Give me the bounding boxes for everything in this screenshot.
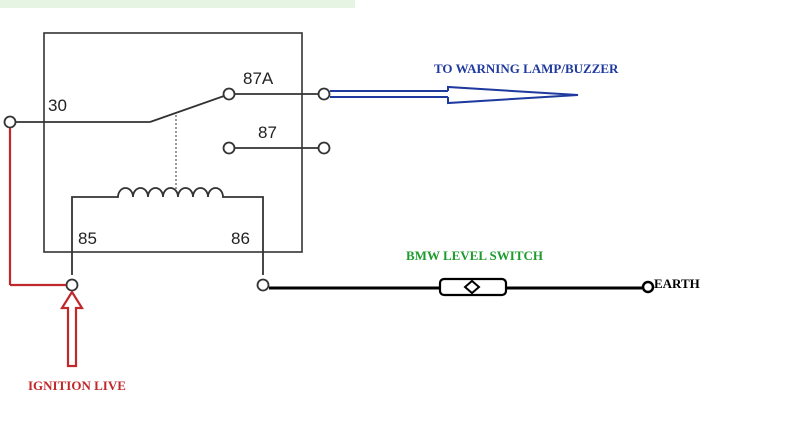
earth-terminal [641, 280, 655, 294]
level-switch-label: BMW LEVEL SWITCH [406, 248, 543, 263]
terminal-87a [317, 87, 331, 101]
terminal-87a-contact [222, 87, 236, 101]
ignition-live-label: IGNITION LIVE [28, 378, 126, 393]
terminal-87 [317, 141, 331, 155]
switch-common-30 [16, 95, 225, 123]
level-switch-float [463, 279, 481, 295]
warning-lamp-label: TO WARNING LAMP/BUZZER [434, 61, 619, 76]
earth-label: EARTH [654, 276, 700, 291]
relay-coil [71, 187, 264, 275]
ignition-feed-wire [8, 128, 66, 287]
pin-label-87: 87 [258, 123, 277, 142]
pin-label-86: 86 [231, 229, 250, 248]
pin-label-85: 85 [78, 229, 97, 248]
terminal-85 [65, 278, 79, 292]
warning-arrow [330, 85, 579, 105]
pin-label-87a: 87A [243, 69, 274, 88]
top-strip [0, 0, 355, 8]
terminal-87-contact [222, 141, 236, 155]
terminal-30 [3, 115, 17, 129]
terminal-86 [256, 278, 270, 292]
pin-label-30: 30 [48, 96, 67, 115]
relay-box [43, 32, 303, 253]
ignition-arrow [60, 289, 84, 368]
